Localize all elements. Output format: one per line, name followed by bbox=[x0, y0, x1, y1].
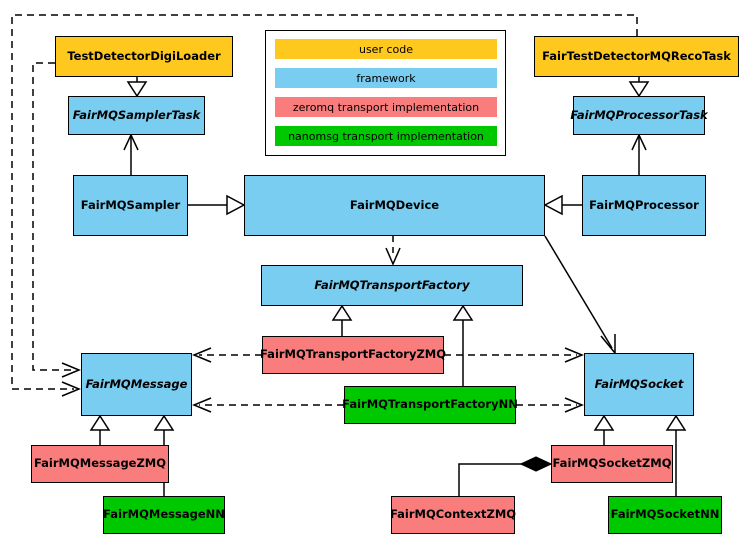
class-label: FairMQMessageNN bbox=[103, 507, 225, 522]
class-box-fairmqsocketzmq[interactable]: FairMQSocketZMQ bbox=[551, 445, 673, 483]
class-label: FairTestDetectorMQRecoTask bbox=[542, 48, 731, 63]
edge-dependency-factorynn-to-message bbox=[192, 397, 344, 413]
class-label: FairMQSocketZMQ bbox=[552, 456, 672, 471]
class-box-fairmqcontextzmq[interactable]: FairMQContextZMQ bbox=[389, 496, 517, 534]
edge-generalization-factoryzmq-to-factory bbox=[331, 304, 353, 336]
edge-generalization-factorynn-to-factory bbox=[452, 304, 474, 386]
edge-composition-socketzmq-to-contextzmq bbox=[458, 456, 553, 496]
class-box-fairtestdetectormqrecotask[interactable]: FairTestDetectorMQRecoTask bbox=[534, 36, 739, 77]
class-label: TestDetectorDigiLoader bbox=[67, 48, 221, 63]
class-box-testdetectordigiloader[interactable]: TestDetectorDigiLoader bbox=[55, 36, 233, 77]
edge-dependency-device-to-transportfactory bbox=[385, 236, 401, 266]
edge-generalization-recotask-to-processortask bbox=[628, 77, 650, 98]
edge-generalization-processor-to-device bbox=[543, 194, 582, 216]
class-box-fairmqtransportfactorynn[interactable]: FairMQTransportFactoryNN bbox=[342, 386, 518, 424]
class-box-fairmqsampler[interactable]: FairMQSampler bbox=[73, 175, 188, 236]
class-label: FairMQTransportFactoryNN bbox=[342, 397, 518, 412]
class-label: FairMQProcessor bbox=[589, 197, 699, 212]
class-box-fairmqsocket[interactable]: FairMQSocket bbox=[584, 353, 694, 416]
class-box-fairmqprocessortask[interactable]: FairMQProcessorTask bbox=[570, 96, 708, 135]
class-label: FairMQTransportFactory bbox=[314, 277, 470, 292]
legend-label: zeromq transport implementation bbox=[292, 100, 480, 114]
class-box-fairmqtransportfactory[interactable]: FairMQTransportFactory bbox=[261, 265, 523, 306]
class-label: FairMQSocketNN bbox=[610, 507, 720, 522]
legend-item-framework: framework bbox=[275, 68, 497, 88]
edge-dependency-device-to-socket bbox=[544, 235, 616, 356]
class-label: FairMQContextZMQ bbox=[389, 507, 517, 522]
class-box-fairmqtransportfactoryzmq[interactable]: FairMQTransportFactoryZMQ bbox=[260, 336, 447, 374]
edge-generalization-sampler-to-device bbox=[188, 194, 246, 216]
legend-label: user code bbox=[358, 42, 414, 56]
legend-item-zeromq: zeromq transport implementation bbox=[275, 97, 497, 117]
edge-generalization-socketzmq-to-socket bbox=[593, 414, 615, 445]
class-box-fairmqprocessor[interactable]: FairMQProcessor bbox=[582, 175, 706, 236]
edge-generalization-digiloader-to-samplertask bbox=[126, 77, 148, 98]
class-box-fairmqmessagezmq[interactable]: FairMQMessageZMQ bbox=[31, 445, 169, 483]
edge-generalization-messagezmq-to-message bbox=[89, 414, 111, 445]
class-label: FairMQSocket bbox=[594, 376, 684, 391]
class-label: FairMQProcessorTask bbox=[570, 107, 708, 122]
color-legend: user code framework zeromq transport imp… bbox=[265, 30, 506, 156]
class-label: FairMQMessage bbox=[85, 376, 188, 391]
edge-dependency-factoryzmq-to-message bbox=[192, 347, 262, 363]
class-box-fairmqsamplertask[interactable]: FairMQSamplerTask bbox=[68, 96, 205, 135]
class-box-fairmqsocketnn[interactable]: FairMQSocketNN bbox=[608, 496, 722, 534]
class-box-fairmqdevice[interactable]: FairMQDevice bbox=[244, 175, 545, 236]
legend-item-user-code: user code bbox=[275, 39, 497, 59]
edge-dependency-factoryzmq-to-socket bbox=[444, 347, 584, 363]
class-label: FairMQSampler bbox=[80, 197, 181, 212]
class-label: FairMQSamplerTask bbox=[72, 107, 201, 122]
edge-dependency-factorynn-to-socket bbox=[516, 397, 584, 413]
class-label: FairMQDevice bbox=[349, 197, 440, 212]
class-label: FairMQTransportFactoryZMQ bbox=[260, 347, 447, 362]
legend-item-nanomsg: nanomsg transport implementation bbox=[275, 126, 497, 146]
edge-association-sampler-to-samplertask bbox=[123, 133, 139, 175]
edge-association-processor-to-processortask bbox=[631, 133, 647, 175]
class-box-fairmqmessage[interactable]: FairMQMessage bbox=[81, 353, 192, 416]
legend-label: framework bbox=[356, 71, 416, 85]
class-box-fairmqmessagenn[interactable]: FairMQMessageNN bbox=[103, 496, 225, 534]
class-label: FairMQMessageZMQ bbox=[33, 456, 167, 471]
legend-label: nanomsg transport implementation bbox=[288, 129, 484, 143]
